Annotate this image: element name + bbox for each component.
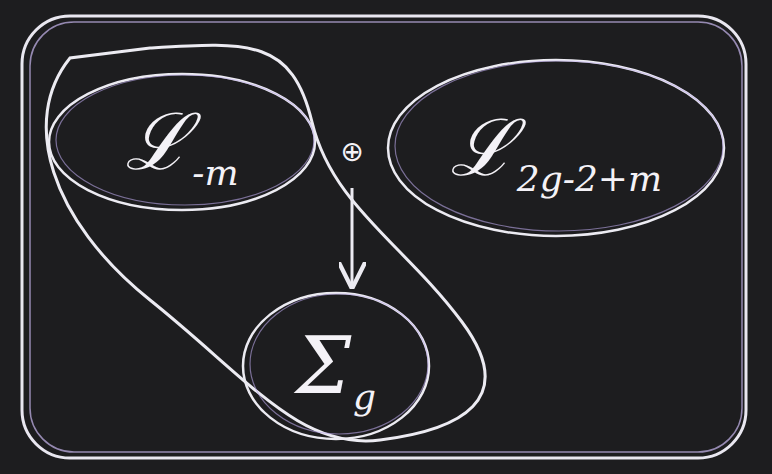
subscript: -m [192, 152, 238, 193]
node-text: ℒ-m [125, 103, 238, 181]
projection-arrow [351, 188, 354, 286]
node-text: ℒ2g-2+m [450, 109, 662, 187]
symbol: ℒ [450, 103, 515, 193]
bundle-ellipse: ℒ2g-2+m [386, 58, 726, 238]
subscript: 2g-2+m [517, 158, 662, 199]
enclosing-outline [30, 22, 742, 452]
subscript: g [353, 376, 376, 417]
enclosing-outline [22, 16, 746, 458]
symbol: Σ [296, 321, 351, 411]
symbol: ℒ [125, 97, 190, 187]
direct-sum-symbol: ⊕ [340, 138, 363, 166]
node-text: Σg [296, 327, 376, 405]
bundle-ellipse: ℒ-m [47, 72, 317, 212]
loop-outline [46, 45, 485, 441]
ellipse-outline [386, 58, 726, 238]
base-surface-circle: Σg [241, 291, 431, 441]
